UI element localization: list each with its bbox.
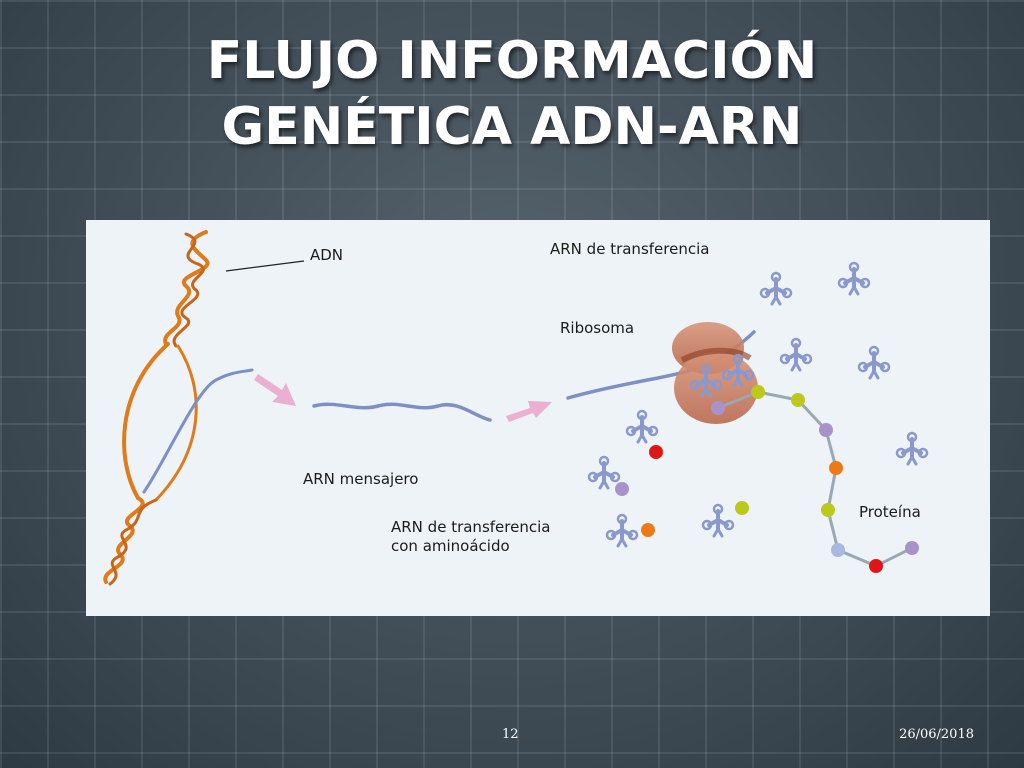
- free-trna-group: [759, 261, 929, 466]
- charged-trna-group: [587, 409, 749, 548]
- template-rna: [142, 368, 254, 494]
- label-arn-mensajero: ARN mensajero: [303, 470, 419, 488]
- slide-title: FLUJO INFORMACIÓN GENÉTICA ADN-ARN: [0, 28, 1024, 160]
- protein-chain: [711, 385, 919, 573]
- ribosome: [672, 322, 758, 424]
- label-arn-transferencia-aa-line1: ARN de transferencia: [391, 518, 551, 536]
- arrow-transcription: [254, 374, 296, 406]
- title-line-1: FLUJO INFORMACIÓN: [206, 31, 818, 91]
- label-ribosoma: Ribosoma: [560, 319, 635, 337]
- slide-number: 12: [502, 727, 519, 742]
- mrna-free: [312, 402, 492, 422]
- gene-flow-diagram: ADN ARN de transferencia Ribosoma ARN me…: [86, 220, 990, 616]
- label-arn-transferencia-aa-line2: con aminoácido: [391, 537, 510, 555]
- title-line-2: GENÉTICA ADN-ARN: [221, 97, 803, 157]
- slide-date: 26/06/2018: [899, 727, 974, 742]
- label-proteina: Proteína: [859, 503, 921, 521]
- adn-pointer: [225, 260, 305, 272]
- diagram-graphic: [103, 230, 929, 586]
- label-arn-transferencia: ARN de transferencia: [550, 240, 710, 258]
- label-arn-transferencia-aminoacido: ARN de transferencia con aminoácido: [391, 518, 550, 556]
- dna-helix: [103, 230, 210, 586]
- arrow-translation: [506, 401, 552, 422]
- label-adn: ADN: [310, 246, 344, 264]
